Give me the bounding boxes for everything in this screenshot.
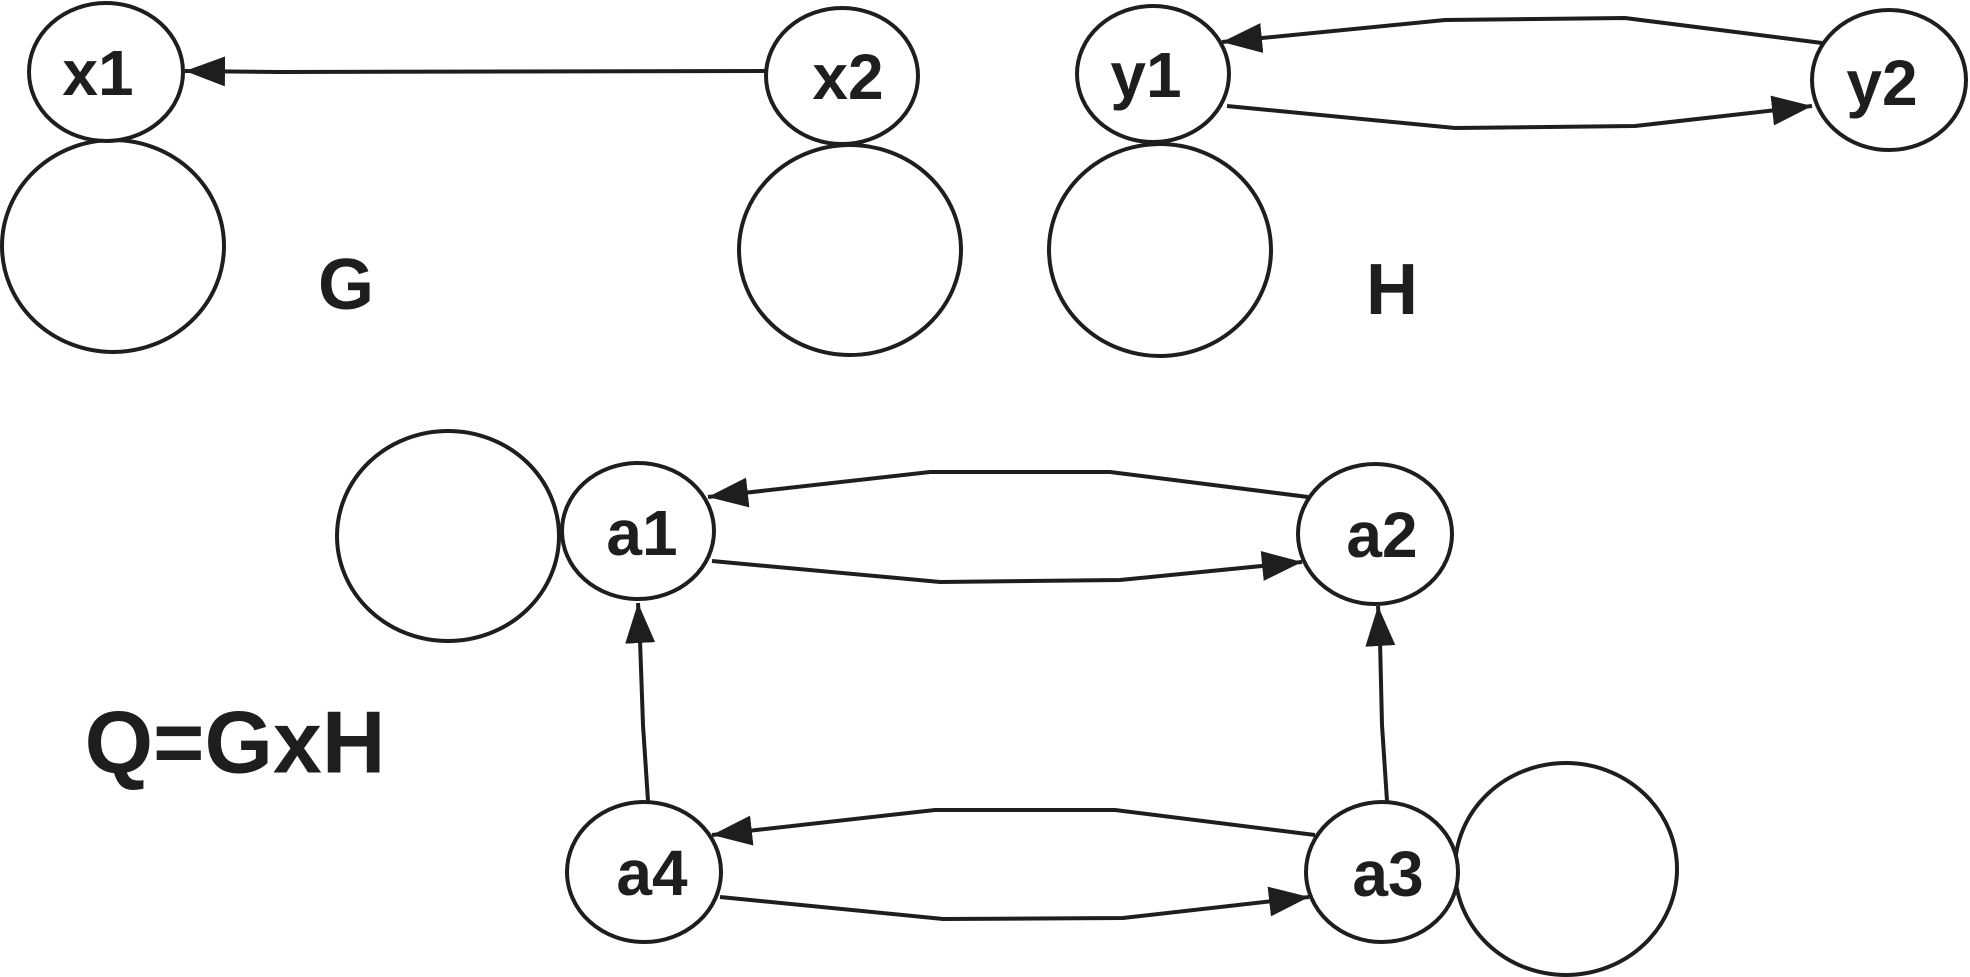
node-a3[interactable] <box>1304 800 1460 944</box>
edge-a1-to-a2 <box>711 551 1303 585</box>
node-x1[interactable] <box>27 1 185 143</box>
graph-h: y1 y2 H <box>1047 4 1968 358</box>
graph-q-formula: Q=GxH <box>85 693 386 792</box>
edge-x2-to-x1 <box>184 56 767 87</box>
edge-y1-to-y2 <box>1226 95 1813 131</box>
node-a3-label: a3 <box>1352 838 1423 910</box>
edge-a3-to-a2 <box>1365 605 1396 802</box>
self-loop-a1 <box>335 429 561 643</box>
self-loop-x1 <box>0 138 226 354</box>
node-y2-label: y2 <box>1846 47 1917 119</box>
graph-g: x1 x2 G <box>0 1 963 357</box>
node-a4-label: a4 <box>616 837 688 909</box>
node-y1[interactable] <box>1075 4 1231 144</box>
self-loop-a3 <box>1453 761 1679 977</box>
graph-h-label: H <box>1366 250 1418 330</box>
self-loop-y1 <box>1047 142 1273 358</box>
graph-g-label: G <box>318 245 374 325</box>
node-y2[interactable] <box>1810 8 1968 152</box>
node-y1-label: y1 <box>1110 39 1181 111</box>
node-a1-label: a1 <box>606 497 677 569</box>
node-x2-label: x2 <box>812 41 883 113</box>
graph-q: a1 a2 a3 a4 Q=GxH <box>85 429 1679 977</box>
self-loop-x2 <box>737 143 963 357</box>
node-a1[interactable] <box>560 461 716 601</box>
edge-a3-to-a4 <box>711 808 1316 846</box>
node-a2-label: a2 <box>1346 499 1417 571</box>
node-x2[interactable] <box>764 6 920 146</box>
edge-a4-to-a1 <box>625 602 656 802</box>
edge-a4-to-a3 <box>719 886 1310 922</box>
node-a2[interactable] <box>1296 462 1454 606</box>
edge-a2-to-a1 <box>707 470 1309 508</box>
node-a4[interactable] <box>565 800 723 944</box>
edge-y2-to-y1 <box>1221 15 1823 54</box>
node-x1-label: x1 <box>62 37 133 109</box>
